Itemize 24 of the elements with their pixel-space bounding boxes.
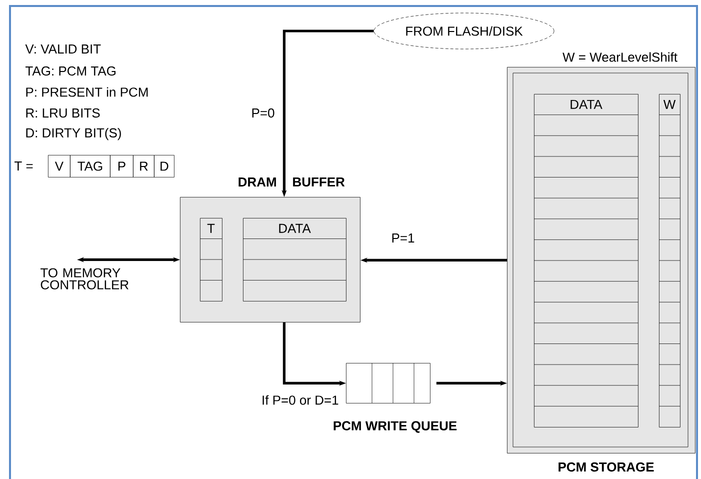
edge-label: P=1 <box>390 232 416 244</box>
data-table: DATA <box>534 94 638 428</box>
legend-line: V: VALID BIT <box>25 44 101 54</box>
legend-line: R: LRU BITS <box>26 108 100 118</box>
key-note: W = WearLevelShift <box>562 52 678 62</box>
format-label: T = <box>14 162 33 170</box>
field-cell: D <box>154 155 174 178</box>
data-table: DATA <box>242 218 346 302</box>
queue-heading: PCM WRITE QUEUE <box>334 421 457 433</box>
box-heading: BUFFER <box>293 177 345 187</box>
edge-label: If P=0 or D=1 <box>260 394 340 406</box>
wear-column: W <box>658 94 680 428</box>
field-cell: R <box>133 155 154 178</box>
field-cell: V <box>48 155 70 178</box>
legend-line: TAG: PCM TAG <box>26 66 116 76</box>
edge-label: P=0 <box>250 107 276 119</box>
legend-line: P: PRESENT in PCM <box>26 87 148 97</box>
legend-line: D: DIRTY BIT(S) <box>26 128 121 140</box>
tag-column: T <box>200 218 222 302</box>
box-heading: DRAM <box>238 178 276 186</box>
field-cell: TAG <box>70 155 110 178</box>
target-text: TO MEMORY CONTROLLER <box>40 268 128 290</box>
storage-heading: PCM STORAGE <box>558 462 654 472</box>
field-cell: P <box>110 155 134 178</box>
